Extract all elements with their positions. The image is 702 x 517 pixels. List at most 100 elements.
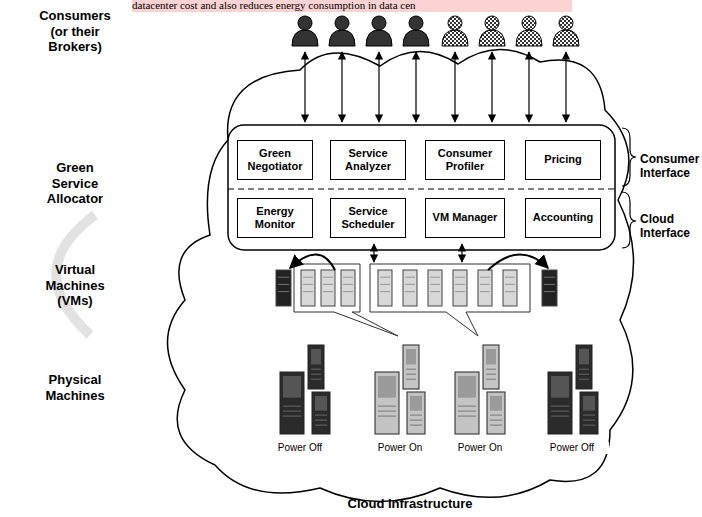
component-box: Service Analyzer [330, 140, 406, 180]
server-slot [551, 406, 569, 407]
server-slot [405, 291, 415, 292]
server-slot [544, 291, 555, 292]
brace [622, 128, 636, 186]
migration-arrow [488, 254, 548, 270]
server-icon [341, 270, 355, 306]
component-box: Pricing [525, 140, 601, 180]
server-slot [455, 284, 465, 285]
physical-server [403, 345, 419, 389]
server-icon [301, 270, 315, 306]
server-slot [406, 374, 416, 375]
server-slot [544, 284, 555, 285]
component-box: Consumer Profiler [425, 140, 505, 180]
server-slot [278, 291, 289, 292]
box-label: Service Analyzer [335, 147, 401, 173]
server-icon [428, 270, 442, 306]
server-slot [505, 291, 515, 292]
interface-label: Consumer Interface [640, 152, 700, 181]
person-body [516, 30, 542, 46]
server-panel [378, 376, 396, 398]
server-slot [480, 277, 490, 278]
person-body [329, 30, 355, 46]
power-state: Power Off [535, 442, 609, 454]
interface-divider [228, 188, 615, 189]
person-body [403, 30, 429, 46]
brace [622, 192, 636, 248]
box-label: Energy Monitor [242, 205, 308, 231]
server-slot [486, 374, 496, 375]
server-slot [343, 291, 353, 292]
server-slot [380, 291, 390, 292]
server-icon [503, 270, 517, 306]
server-slot [455, 277, 465, 278]
person-head [409, 16, 423, 30]
server-slot [505, 277, 515, 278]
server-slot [405, 284, 415, 285]
server-slot [480, 291, 490, 292]
server-slot [283, 406, 301, 407]
box-text-group: Service Analyzer [335, 147, 401, 173]
box-text-group: Accounting [533, 211, 594, 224]
server-slot [283, 411, 301, 412]
physical-server [580, 392, 598, 434]
allocator-box [228, 125, 615, 250]
consumer-arrow [528, 52, 529, 122]
physical-server [312, 392, 330, 434]
consumer-arrow [341, 52, 342, 122]
server-panel [490, 396, 502, 411]
caption-label: Cloud Infrastructure [320, 496, 500, 512]
interface-label: Cloud Interface [640, 212, 700, 241]
person-head [485, 16, 499, 30]
server-icon [542, 270, 557, 306]
row-heading: Green Service Allocator [35, 160, 115, 207]
server-slot [410, 420, 422, 421]
server-slot [486, 379, 496, 380]
person-body [479, 30, 505, 46]
person-head [372, 16, 386, 30]
consumer-arrow [378, 52, 379, 122]
row-heading: Consumers (or their Brokers) [30, 8, 120, 55]
person-body [366, 30, 392, 46]
vm-arrow [461, 244, 462, 262]
row-heading: Physical Machines [30, 372, 120, 403]
server-slot [458, 406, 476, 407]
server-panel [311, 349, 321, 364]
server-slot [380, 284, 390, 285]
server-slot [406, 369, 416, 370]
server-slot [303, 277, 313, 278]
person-body [292, 30, 318, 46]
physical-machines [280, 345, 598, 434]
server-slot [323, 277, 333, 278]
server-slot [315, 425, 327, 426]
box-label: Consumer Profiler [430, 147, 500, 173]
server-panel [486, 349, 496, 364]
physical-server [375, 372, 399, 434]
server-slot [505, 284, 515, 285]
server-slot [551, 411, 569, 412]
power-state: Power On [443, 442, 517, 454]
server-slot [405, 277, 415, 278]
server-slot [323, 291, 333, 292]
physical-server [576, 345, 592, 389]
person-body [553, 30, 579, 46]
physical-server [487, 392, 505, 434]
top-text: datacenter cost and also reduces energy … [132, 0, 572, 12]
physical-server [407, 392, 425, 434]
component-box: VM Manager [425, 198, 505, 238]
box-text-group: Pricing [544, 153, 581, 166]
box-label: Accounting [533, 211, 594, 224]
vm-arrow [373, 244, 374, 262]
row-heading: Virtual Machines (VMs) [30, 262, 120, 309]
server-icon [276, 270, 291, 306]
server-slot [490, 420, 502, 421]
consumer-arrow [304, 52, 305, 122]
box-text-group: Green Negotiator [242, 147, 308, 173]
server-slot [303, 284, 313, 285]
component-box: Green Negotiator [237, 140, 313, 180]
server-panel [583, 396, 595, 411]
server-slot [315, 420, 327, 421]
component-box: Accounting [525, 198, 601, 238]
physical-server [308, 345, 324, 389]
